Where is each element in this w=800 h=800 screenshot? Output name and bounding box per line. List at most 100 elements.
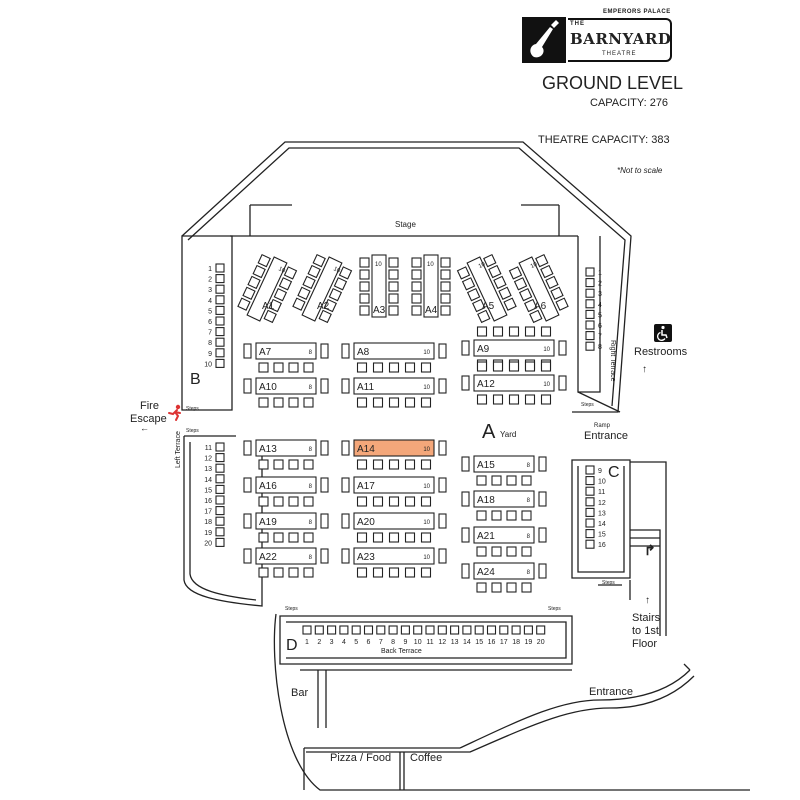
chair[interactable]	[491, 510, 502, 521]
chair[interactable]	[388, 362, 400, 373]
end-chair[interactable]	[558, 340, 567, 356]
chair[interactable]	[476, 361, 488, 372]
chair[interactable]	[307, 264, 321, 279]
chair[interactable]	[372, 459, 384, 470]
chair[interactable]	[420, 532, 432, 543]
chair[interactable]	[466, 287, 481, 302]
chair[interactable]	[258, 362, 269, 373]
chair[interactable]	[372, 496, 384, 507]
seat-d-15[interactable]	[474, 625, 484, 635]
end-chair[interactable]	[341, 343, 350, 359]
seat-c-10[interactable]	[585, 476, 595, 486]
end-chair[interactable]	[461, 375, 470, 391]
chair[interactable]	[247, 275, 261, 290]
chair[interactable]	[476, 546, 487, 557]
chair[interactable]	[333, 277, 348, 291]
seat-b-3[interactable]	[215, 284, 225, 294]
chair[interactable]	[359, 269, 370, 280]
chair[interactable]	[440, 257, 451, 268]
seat-c-8[interactable]	[585, 341, 595, 351]
chair[interactable]	[420, 459, 432, 470]
seat-d-17[interactable]	[499, 625, 509, 635]
chair[interactable]	[404, 362, 416, 373]
chair[interactable]	[257, 253, 271, 268]
chair[interactable]	[302, 275, 316, 290]
seat-b-15[interactable]	[215, 484, 225, 494]
end-chair[interactable]	[320, 440, 329, 456]
chair[interactable]	[440, 281, 451, 292]
chair[interactable]	[288, 532, 299, 543]
seat-d-13[interactable]	[450, 625, 460, 635]
seat-d-5[interactable]	[351, 625, 361, 635]
table-top[interactable]	[255, 512, 317, 530]
seat-c-7[interactable]	[585, 331, 595, 341]
chair[interactable]	[356, 459, 368, 470]
end-chair[interactable]	[461, 340, 470, 356]
end-chair[interactable]	[341, 477, 350, 493]
seat-b-11[interactable]	[215, 442, 225, 452]
table-top[interactable]	[473, 374, 555, 392]
seat-c-14[interactable]	[585, 518, 595, 528]
chair[interactable]	[258, 532, 269, 543]
seat-d-9[interactable]	[400, 625, 410, 635]
chair[interactable]	[508, 394, 520, 405]
chair[interactable]	[521, 582, 532, 593]
seat-d-2[interactable]	[314, 625, 324, 635]
table-top[interactable]	[371, 254, 387, 318]
chair[interactable]	[411, 257, 422, 268]
seat-d-11[interactable]	[425, 625, 435, 635]
chair[interactable]	[288, 362, 299, 373]
table-top[interactable]	[518, 256, 560, 322]
end-chair[interactable]	[538, 456, 547, 472]
seat-d-20[interactable]	[536, 625, 546, 635]
chair[interactable]	[288, 496, 299, 507]
chair[interactable]	[440, 269, 451, 280]
end-chair[interactable]	[438, 513, 447, 529]
chair[interactable]	[411, 281, 422, 292]
chair[interactable]	[540, 394, 552, 405]
chair[interactable]	[288, 459, 299, 470]
chair[interactable]	[524, 394, 536, 405]
chair[interactable]	[356, 362, 368, 373]
end-chair[interactable]	[341, 513, 350, 529]
table-top[interactable]	[353, 547, 435, 565]
chair[interactable]	[491, 475, 502, 486]
table-top[interactable]	[353, 377, 435, 395]
end-chair[interactable]	[538, 563, 547, 579]
chair[interactable]	[555, 297, 569, 311]
end-chair[interactable]	[243, 513, 252, 529]
end-chair[interactable]	[461, 491, 470, 507]
chair[interactable]	[535, 253, 549, 268]
table-top[interactable]	[473, 562, 535, 580]
end-chair[interactable]	[538, 491, 547, 507]
chair[interactable]	[506, 582, 517, 593]
chair[interactable]	[273, 567, 284, 578]
table-top[interactable]	[473, 455, 535, 473]
chair[interactable]	[268, 298, 282, 313]
seat-d-18[interactable]	[511, 625, 521, 635]
end-chair[interactable]	[438, 548, 447, 564]
chair[interactable]	[303, 397, 314, 408]
seat-b-14[interactable]	[215, 474, 225, 484]
seat-b-19[interactable]	[215, 527, 225, 537]
chair[interactable]	[359, 293, 370, 304]
table-top[interactable]	[466, 256, 508, 322]
chair[interactable]	[372, 567, 384, 578]
seat-c-4[interactable]	[585, 299, 595, 309]
seat-d-10[interactable]	[413, 625, 423, 635]
end-chair[interactable]	[558, 375, 567, 391]
chair[interactable]	[388, 281, 399, 292]
seat-b-2[interactable]	[215, 274, 225, 284]
table-top[interactable]	[353, 476, 435, 494]
table-top[interactable]	[255, 342, 317, 360]
chair[interactable]	[404, 397, 416, 408]
